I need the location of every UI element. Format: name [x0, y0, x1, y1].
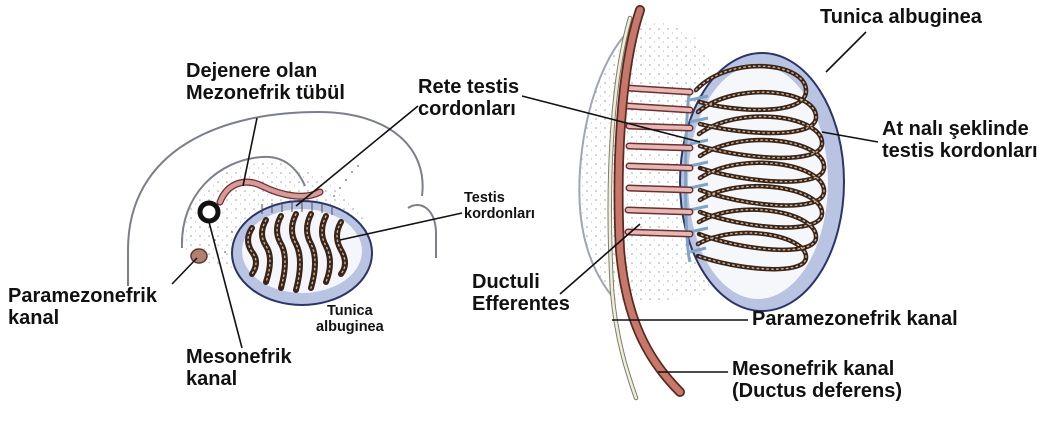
- label-testis-cords-line2: kordonları: [464, 206, 535, 222]
- leader-paramesonephric-left: [172, 258, 197, 284]
- left-embryonic-gonad: [128, 112, 436, 305]
- label-mesonephric-left-line1: Mesonefrik: [186, 346, 292, 368]
- label-rete-testis-line1: Rete testis: [418, 76, 519, 98]
- label-tunica-left: Tunica albuginea: [316, 303, 384, 335]
- label-ductuli-efferentes-line1: Ductuli: [472, 271, 570, 293]
- label-degenerate-tubule-line1: Dejenere olan: [186, 60, 345, 82]
- left-inner-wall-outline: [408, 205, 436, 258]
- label-mesonephric-left: Mesonefrik kanal: [186, 346, 292, 391]
- label-testis-cords: Testis kordonları: [464, 190, 535, 222]
- label-ductuli-efferentes: Ductuli Efferentes: [472, 271, 570, 316]
- label-ductuli-efferentes-line2: Efferentes: [472, 293, 570, 315]
- label-horseshoe-cords-line1: At nalı şeklinde: [882, 118, 1038, 140]
- right-adult-testis: [579, 10, 844, 398]
- label-mesonephric-right-line2: (Ductus deferens): [732, 380, 902, 402]
- label-tunica-left-line2: albuginea: [316, 319, 384, 335]
- label-degenerate-tubule-line2: Mezonefrik tübül: [186, 82, 345, 104]
- label-paramesonephric-right: Paramezonefrik kanal: [752, 308, 958, 330]
- leader-rete-testis-left: [296, 106, 418, 206]
- label-horseshoe-cords: At nalı şeklinde testis kordonları: [882, 118, 1038, 163]
- label-testis-cords-line1: Testis: [464, 190, 535, 206]
- label-paramesonephric-left-line1: Paramezonefrik: [8, 285, 157, 307]
- label-mesonephric-left-line2: kanal: [186, 368, 292, 390]
- label-paramesonephric-left-line2: kanal: [8, 307, 157, 329]
- label-tunica-right: Tunica albuginea: [820, 6, 982, 28]
- label-rete-testis: Rete testis cordonları: [418, 76, 519, 121]
- label-rete-testis-line2: cordonları: [418, 98, 519, 120]
- label-horseshoe-cords-line2: testis kordonları: [882, 140, 1038, 162]
- label-tunica-left-line1: Tunica: [316, 303, 384, 319]
- leader-tunica-right: [826, 32, 866, 72]
- label-mesonephric-right-line1: Mesonefrik kanal: [732, 358, 902, 380]
- label-degenerate-tubule: Dejenere olan Mezonefrik tübül: [186, 60, 345, 105]
- left-mesonephric-duct: [200, 203, 218, 221]
- label-paramesonephric-left: Paramezonefrik kanal: [8, 285, 157, 330]
- label-mesonephric-right: Mesonefrik kanal (Ductus deferens): [732, 358, 902, 403]
